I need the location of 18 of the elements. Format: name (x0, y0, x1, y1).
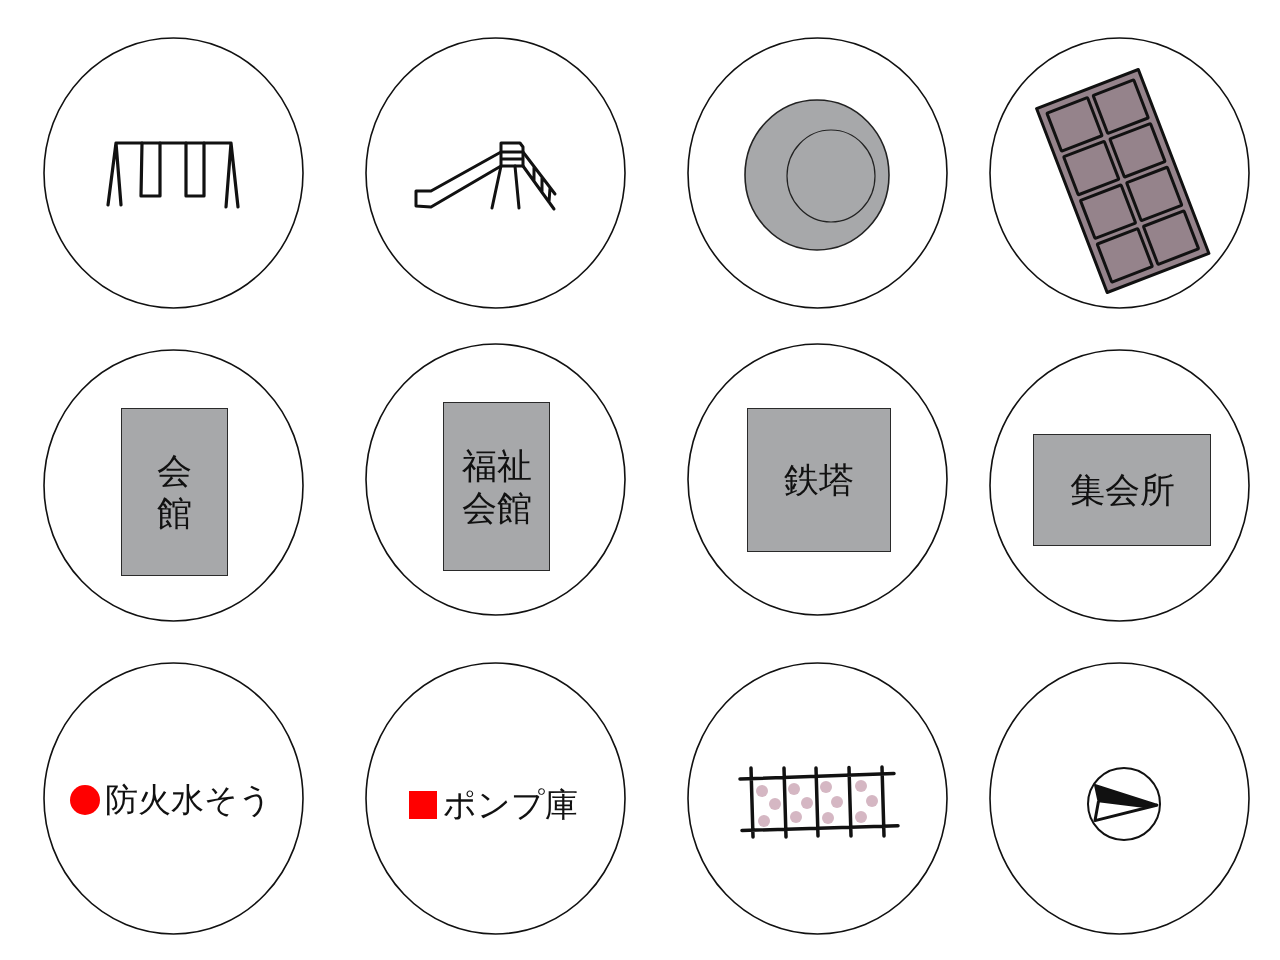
symbol-circle (365, 662, 626, 935)
symbol-circle (989, 37, 1250, 309)
symbol-circle (43, 37, 304, 309)
symbol-label: 防火水そう (105, 781, 272, 820)
symbol-circle (989, 349, 1250, 622)
symbol-circle (43, 662, 304, 935)
symbol-circle (687, 37, 948, 309)
symbol-circle (989, 662, 1250, 935)
label-box: 集会所 (1033, 434, 1211, 546)
symbol-circle (43, 349, 304, 622)
symbol-circle (365, 343, 626, 616)
label-box: 福祉会館 (443, 402, 550, 571)
symbol-circle (687, 343, 948, 616)
symbol-circle (687, 662, 948, 935)
symbol-label: ポンプ庫 (443, 786, 578, 825)
symbol-circle (365, 37, 626, 309)
label-box: 鉄塔 (747, 408, 891, 552)
label-box: 会館 (121, 408, 228, 576)
